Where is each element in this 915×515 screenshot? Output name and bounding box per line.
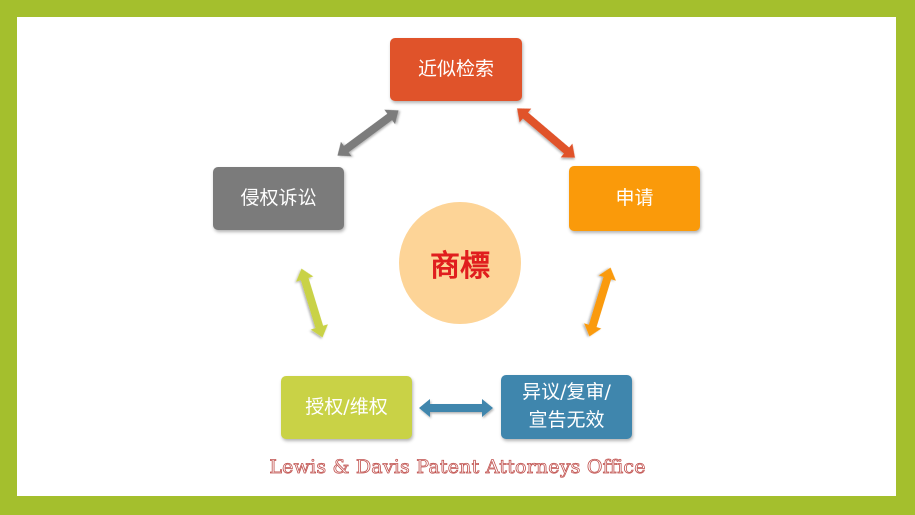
arrow-search-apply (517, 108, 575, 158)
arrow-litigation-search (337, 109, 399, 157)
arrow-opposition-grant (419, 399, 493, 417)
arrow-grant-litigation (296, 268, 328, 338)
node-infringement-litigation: 侵权诉讼 (213, 167, 344, 230)
node-similar-search: 近似检索 (390, 38, 522, 101)
node-application-label: 申请 (615, 186, 654, 209)
node-opposition-line1: 异议/复审/ (522, 381, 611, 404)
node-opposition-line2: 宣告无效 (528, 409, 605, 431)
node-grant-label: 授权/维权 (305, 395, 388, 418)
node-opposition-review: 异议/复审/ 宣告无效 (501, 375, 632, 439)
center-trademark: 商標 (399, 202, 521, 324)
footer-firm-name: Lewis & Davis Patent Attorneys Office (269, 456, 646, 479)
arrow-apply-opposition (584, 267, 616, 337)
center-trademark-label: 商標 (430, 249, 490, 284)
node-application: 申请 (569, 166, 700, 231)
node-similar-search-label: 近似检索 (417, 57, 494, 80)
node-litigation-label: 侵权诉讼 (240, 186, 317, 209)
node-grant-protection: 授权/维权 (281, 376, 412, 439)
